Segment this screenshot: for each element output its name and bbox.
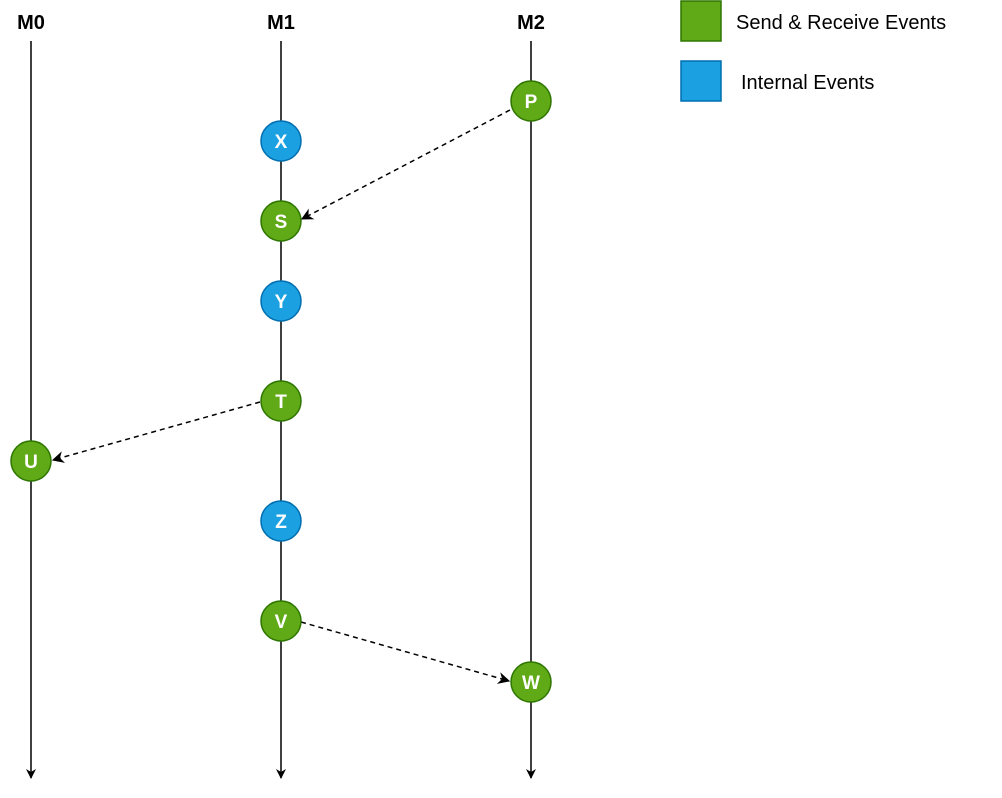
event-label-w: W bbox=[522, 673, 540, 694]
event-label-x: X bbox=[275, 132, 288, 153]
event-p[interactable]: P bbox=[510, 80, 552, 122]
event-z[interactable]: Z bbox=[260, 500, 302, 542]
event-y[interactable]: Y bbox=[260, 280, 302, 322]
event-u[interactable]: U bbox=[10, 440, 52, 482]
event-label-v: V bbox=[275, 612, 288, 633]
event-label-z: Z bbox=[275, 512, 287, 533]
process-label-m1: M1 bbox=[267, 12, 295, 34]
event-label-p: P bbox=[525, 92, 538, 113]
process-label-m0: M0 bbox=[17, 12, 45, 34]
legend-label-send-receive: Send & Receive Events bbox=[736, 12, 946, 34]
event-v[interactable]: V bbox=[260, 600, 302, 642]
event-s[interactable]: S bbox=[260, 200, 302, 242]
event-w[interactable]: W bbox=[510, 661, 552, 703]
legend-label-internal: Internal Events bbox=[741, 72, 874, 94]
event-label-s: S bbox=[275, 212, 288, 233]
message-arrow-p-to-s bbox=[300, 109, 511, 220]
message-arrow-t-to-u bbox=[51, 401, 261, 463]
event-label-t: T bbox=[275, 392, 287, 413]
process-label-m2: M2 bbox=[517, 12, 545, 34]
message-arrow-v-to-w bbox=[300, 621, 511, 684]
event-x[interactable]: X bbox=[260, 120, 302, 162]
event-t[interactable]: T bbox=[260, 380, 302, 422]
legend-swatch-send-receive bbox=[680, 0, 722, 42]
event-label-y: Y bbox=[275, 292, 288, 313]
legend-swatch-internal bbox=[680, 60, 722, 102]
legend: Send & Receive Events Internal Events bbox=[680, 0, 946, 102]
event-label-u: U bbox=[24, 452, 38, 473]
